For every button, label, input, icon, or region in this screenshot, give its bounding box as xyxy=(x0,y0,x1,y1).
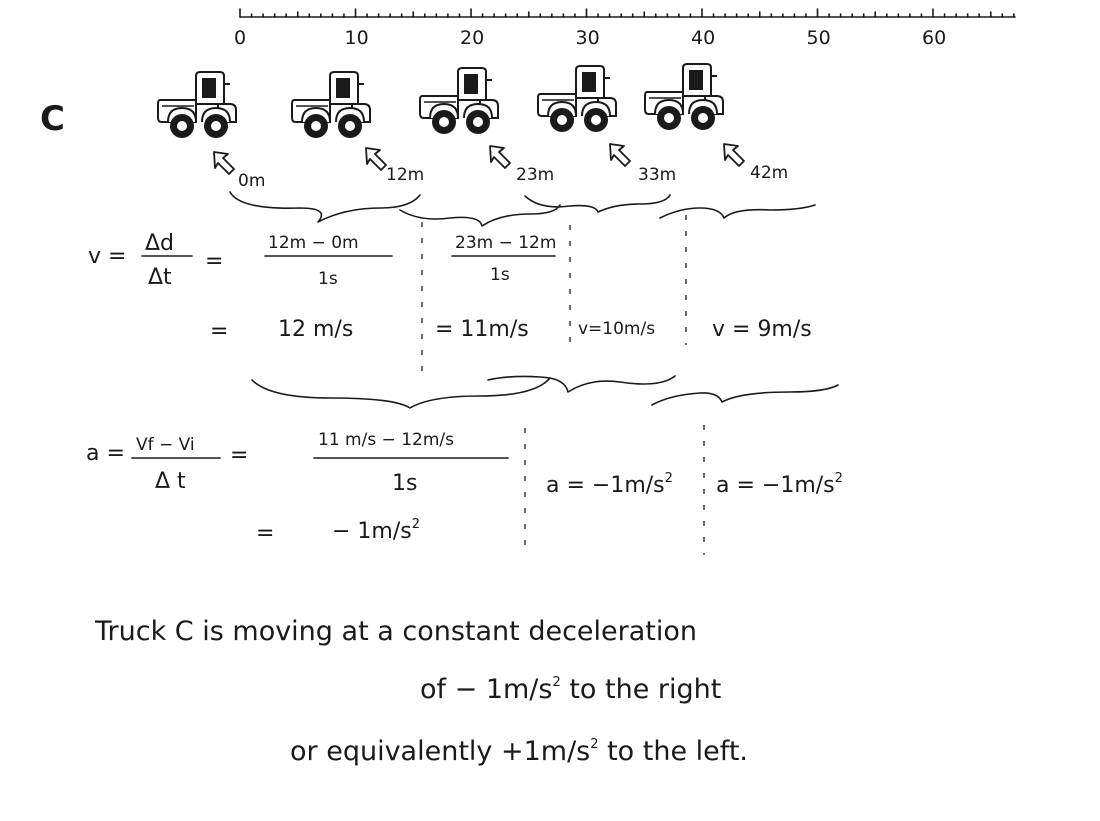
truck-sequence: 0m 12m 23m 33m 42m xyxy=(157,63,788,191)
brace xyxy=(651,384,839,406)
velocity-value-4: v = 9m/s xyxy=(712,317,812,342)
acceleration-lhs: a = xyxy=(86,441,125,466)
truck-frame: 23m xyxy=(419,67,554,185)
conclusion-line-1: Truck C is moving at a constant decelera… xyxy=(94,616,697,647)
acceleration-seg1-denominator: 1s xyxy=(392,471,417,496)
velocity-separators xyxy=(421,215,687,375)
truck-distance-label: 12m xyxy=(386,165,424,185)
acceleration-numerator: Vf − Vi xyxy=(136,435,195,455)
brace xyxy=(659,204,816,219)
velocity-formula: v = Δd Δt = 12m − 0m 1s 23m − 12m 1s = 1… xyxy=(88,231,812,344)
truck-frame: 42m xyxy=(644,63,788,183)
ruler-tick-label: 60 xyxy=(922,27,946,49)
acceleration-seg1-numerator: 11 m/s − 12m/s xyxy=(318,430,454,450)
truck-frame: 33m xyxy=(537,65,676,185)
acceleration-value-2: a = −1m/s2 xyxy=(546,471,673,498)
velocity-seg2-denominator: 1s xyxy=(490,265,510,285)
velocity-denominator: Δt xyxy=(148,265,172,290)
pickup-truck-icon xyxy=(644,63,724,131)
pointer-arrow-icon xyxy=(723,143,745,167)
acceleration-value-3: a = −1m/s2 xyxy=(716,471,843,498)
acceleration-denominator: Δ t xyxy=(155,469,186,494)
pointer-arrow-icon xyxy=(489,145,511,169)
ruler-ticks xyxy=(239,8,1015,18)
velocity-value-1: 12 m/s xyxy=(278,317,353,342)
truck-frame: 12m xyxy=(291,71,424,185)
pickup-truck-icon xyxy=(419,67,499,135)
ruler-tick-label: 30 xyxy=(576,27,600,49)
velocity-value-3: v=10m/s xyxy=(578,319,655,339)
ruler-tick-label: 10 xyxy=(345,27,369,49)
acceleration-equals: = xyxy=(230,443,248,468)
ruler-tick-label: 0 xyxy=(234,27,246,49)
velocity-equals: = xyxy=(205,249,223,274)
ruler-labels: 0 10 20 30 40 50 60 xyxy=(234,27,946,49)
ruler-tick-label: 20 xyxy=(460,27,484,49)
velocity-result-equals: = xyxy=(210,319,228,344)
velocity-braces xyxy=(229,191,816,227)
pointer-arrow-icon xyxy=(213,151,235,175)
velocity-numerator: Δd xyxy=(145,231,174,256)
conclusion-line-3: or equivalently +1m/s2 to the left. xyxy=(290,736,748,767)
acceleration-separators xyxy=(524,425,705,555)
truck-distance-label: 42m xyxy=(750,163,788,183)
acceleration-formula: a = Vf − Vi Δ t = 11 m/s − 12m/s 1s = − … xyxy=(86,430,843,546)
velocity-seg1-numerator: 12m − 0m xyxy=(268,233,359,253)
acceleration-result-equals: = xyxy=(256,521,274,546)
truck-label: C xyxy=(40,99,65,139)
pointer-arrow-icon xyxy=(609,143,631,167)
distance-ruler: 0 10 20 30 40 50 60 xyxy=(234,8,1016,49)
acceleration-value-1: − 1m/s2 xyxy=(332,517,420,544)
truck-distance-label: 0m xyxy=(238,171,265,191)
brace xyxy=(229,191,421,223)
pickup-truck-icon xyxy=(157,71,237,139)
conclusion: Truck C is moving at a constant decelera… xyxy=(94,616,748,767)
velocity-lhs: v = xyxy=(88,244,126,269)
ruler-tick-label: 40 xyxy=(691,27,715,49)
pickup-truck-icon xyxy=(291,71,371,139)
truck-frame: 0m xyxy=(157,71,265,191)
velocity-seg1-denominator: 1s xyxy=(318,269,338,289)
brace xyxy=(487,375,676,393)
velocity-seg2-numerator: 23m − 12m xyxy=(455,233,556,253)
conclusion-line-2: of − 1m/s2 to the right xyxy=(420,674,721,705)
pickup-truck-icon xyxy=(537,65,617,133)
brace xyxy=(251,377,551,409)
truck-distance-label: 33m xyxy=(638,165,676,185)
brace xyxy=(399,204,561,227)
truck-distance-label: 23m xyxy=(516,165,554,185)
ruler-tick-label: 50 xyxy=(807,27,831,49)
velocity-value-2: = 11m/s xyxy=(435,317,529,342)
pointer-arrow-icon xyxy=(365,147,387,171)
brace xyxy=(524,194,671,213)
acceleration-braces xyxy=(251,375,839,409)
